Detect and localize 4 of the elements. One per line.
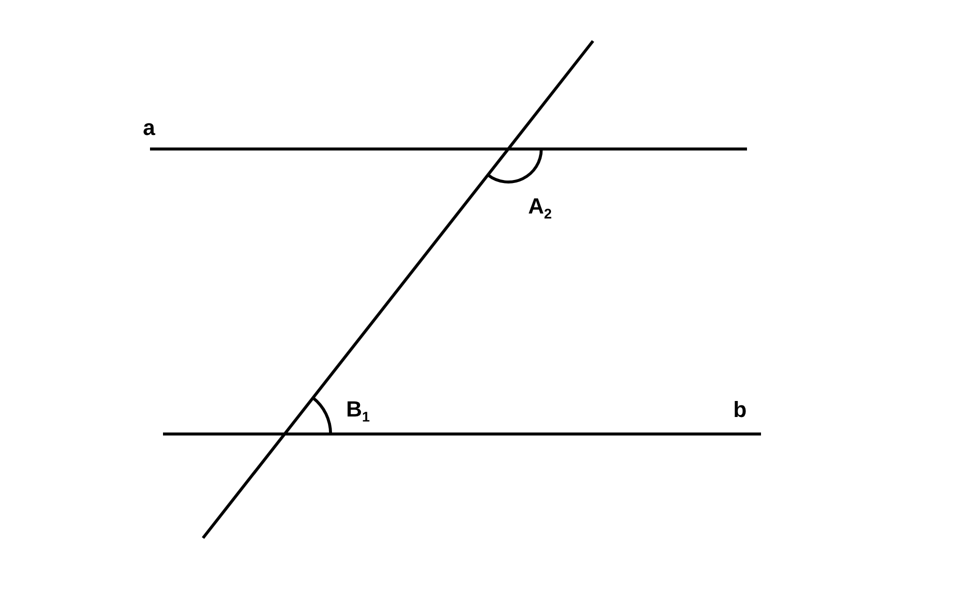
angle-label: A$_{2}$	[528, 195, 552, 221]
line-label: b	[733, 399, 747, 421]
angle-label: B$_{1}$	[346, 398, 370, 424]
line-label: a	[142, 117, 156, 139]
